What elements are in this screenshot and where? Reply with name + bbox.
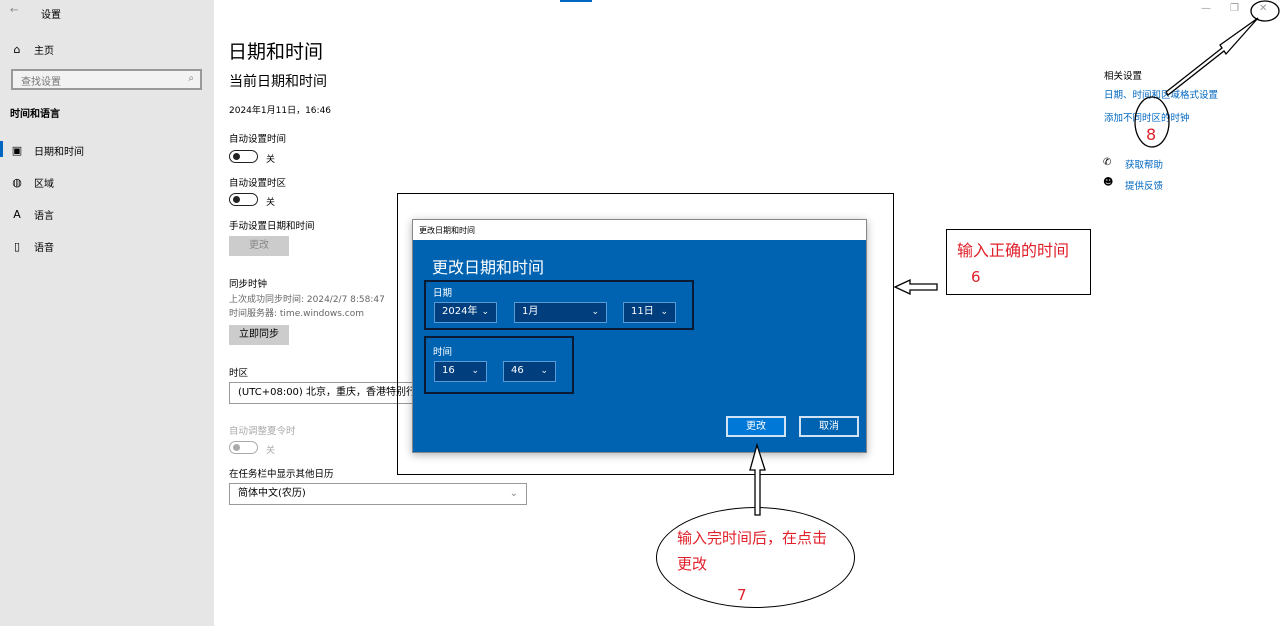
close-button[interactable]: ✕ — [1259, 3, 1268, 14]
callout-7-text: 输入完时间后，在点击更改 — [677, 529, 828, 573]
format-settings-link[interactable]: 日期、时间和区域格式设置 — [1104, 90, 1219, 101]
change-button[interactable]: 更改 — [229, 236, 289, 256]
home-icon: ⌂ — [13, 43, 21, 56]
current-datetime: 2024年1月11日，16:46 — [229, 106, 332, 116]
day-select[interactable]: 11日 ⌄ — [623, 302, 676, 323]
auto-zone-toggle[interactable] — [229, 193, 258, 206]
nav-label: 日期和时间 — [34, 147, 84, 158]
focus-indicator — [560, 0, 592, 2]
calendar-dropdown[interactable]: 简体中文(农历) ⌄ — [229, 483, 527, 505]
dialog-cancel-button[interactable]: 取消 — [799, 416, 859, 437]
dst-label: 自动调整夏令时 — [229, 426, 296, 437]
auto-zone-label: 自动设置时区 — [229, 178, 287, 189]
sync-title: 同步时钟 — [229, 279, 268, 290]
page-title: 日期和时间 — [228, 41, 324, 63]
sidebar: ← 设置 ⌂ 主页 查找设置 ⌕ 时间和语言 ▣ 日期和时间 ◍ 区域 A 语言 ▯ 语音 — [0, 0, 214, 626]
callout-6: 输入正确的时间 6 — [946, 229, 1091, 295]
circle-8 — [1134, 96, 1170, 148]
sidebar-section: 时间和语言 — [10, 109, 60, 120]
hour-select[interactable]: 16 ⌄ — [434, 361, 487, 382]
auto-zone-state: 关 — [266, 198, 276, 208]
home-label: 主页 — [34, 46, 54, 57]
year-value: 2024年 — [442, 306, 478, 317]
window-title: 设置 — [41, 10, 61, 21]
callout-8-number: 8 — [1146, 125, 1157, 144]
auto-time-label: 自动设置时间 — [229, 134, 287, 145]
calendar-label: 在任务栏中显示其他日历 — [229, 469, 334, 480]
timezone-label: 时区 — [229, 368, 249, 379]
back-icon[interactable]: ← — [10, 5, 19, 16]
dialog-titlebar: 更改日期和时间 — [413, 220, 866, 240]
section-title: 当前日期和时间 — [229, 74, 327, 90]
minute-value: 46 — [511, 365, 524, 376]
chevron-down-icon: ⌄ — [591, 307, 599, 317]
sidebar-item-language[interactable]: A 语言 — [10, 207, 54, 222]
minimize-button[interactable]: — — [1201, 3, 1211, 14]
time-highlight-box — [424, 336, 574, 394]
feedback-icon: ☻ — [1103, 177, 1114, 188]
get-help-link[interactable]: 获取帮助 — [1125, 160, 1164, 171]
related-title: 相关设置 — [1104, 71, 1143, 82]
nav-label: 区域 — [34, 179, 54, 190]
help-icon: ✆ — [1103, 157, 1112, 168]
sync-server: 时间服务器: time.windows.com — [229, 309, 365, 319]
calendar-value: 简体中文(农历) — [238, 488, 306, 499]
add-clocks-link[interactable]: 添加不同时区的时钟 — [1104, 113, 1190, 124]
nav-label: 语音 — [34, 243, 54, 254]
circle-close — [1250, 0, 1280, 22]
annotation-frame — [397, 193, 894, 475]
auto-time-state: 关 — [266, 155, 276, 165]
dialog-heading: 更改日期和时间 — [432, 258, 545, 277]
dst-state: 关 — [266, 446, 276, 456]
chevron-down-icon: ⌄ — [509, 488, 518, 499]
chevron-down-icon: ⌄ — [540, 366, 548, 376]
search-input[interactable]: 查找设置 ⌕ — [11, 69, 202, 90]
change-datetime-dialog: 更改日期和时间 更改日期和时间 日期 2024年⌄ 1月⌄ 11日⌄ 时间 16… — [412, 219, 867, 453]
feedback-link[interactable]: 提供反馈 — [1125, 181, 1164, 192]
restore-button[interactable]: ❐ — [1230, 3, 1239, 14]
sidebar-item-speech[interactable]: ▯ 语音 — [10, 239, 54, 254]
callout-6-number: 6 — [971, 268, 981, 286]
manual-label: 手动设置日期和时间 — [229, 221, 315, 232]
auto-time-toggle[interactable] — [229, 150, 258, 163]
month-select[interactable]: 1月 ⌄ — [514, 302, 607, 323]
date-highlight-box — [424, 280, 694, 330]
time-label: 时间 — [433, 347, 453, 358]
year-select[interactable]: 2024年⌄ — [434, 302, 497, 323]
language-icon: A — [13, 208, 21, 221]
day-value: 11日 — [631, 306, 654, 317]
search-placeholder: 查找设置 — [21, 77, 61, 88]
arrow-7 — [749, 442, 766, 516]
sidebar-item-region[interactable]: ◍ 区域 — [10, 175, 54, 190]
selection-indicator — [0, 141, 3, 157]
callout-6-text: 输入正确的时间 — [957, 241, 1070, 260]
calendar-clock-icon: ▣ — [11, 144, 23, 157]
sidebar-item-datetime[interactable]: ▣ 日期和时间 — [10, 143, 84, 158]
chevron-down-icon: ⌄ — [471, 366, 479, 376]
microphone-icon: ▯ — [13, 240, 21, 253]
chevron-down-icon: ⌄ — [481, 307, 489, 317]
sync-now-button[interactable]: 立即同步 — [229, 325, 289, 345]
dst-toggle[interactable] — [229, 441, 258, 454]
sync-last: 上次成功同步时间: 2024/2/7 8:58:47 — [229, 295, 385, 305]
chevron-down-icon: ⌄ — [660, 307, 668, 317]
month-value: 1月 — [522, 306, 539, 317]
search-icon: ⌕ — [188, 73, 194, 84]
callout-7-number: 7 — [737, 586, 747, 604]
sidebar-item-home[interactable]: ⌂ 主页 — [10, 42, 55, 57]
arrow-6 — [893, 278, 938, 296]
minute-select[interactable]: 46 ⌄ — [503, 361, 556, 382]
dialog-change-button[interactable]: 更改 — [726, 416, 786, 437]
arrow-8 — [1165, 17, 1259, 96]
date-label: 日期 — [433, 288, 453, 299]
nav-label: 语言 — [34, 211, 54, 222]
globe-icon: ◍ — [12, 176, 22, 189]
hour-value: 16 — [442, 365, 455, 376]
